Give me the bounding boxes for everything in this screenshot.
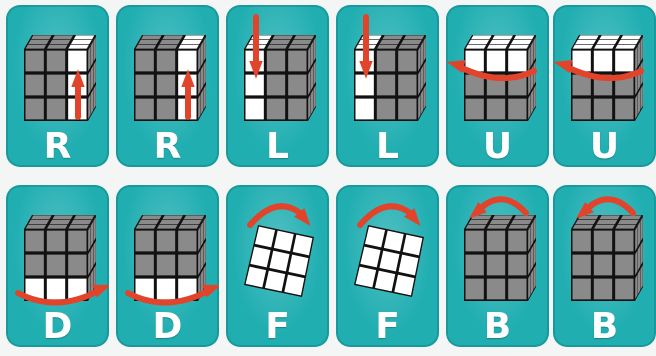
move-card-d-2: D: [116, 185, 219, 347]
move-letter: L: [226, 127, 329, 167]
move-letter: F: [336, 307, 439, 347]
move-card-d-1: D: [6, 185, 109, 347]
move-card-r-1: R: [6, 5, 109, 167]
move-letter: R: [6, 127, 109, 167]
move-letter: B: [553, 307, 656, 347]
move-card-f-2: F: [336, 185, 439, 347]
move-letter: F: [226, 307, 329, 347]
move-arrow-counterclockwise: [482, 199, 526, 213]
move-card-b-2: B: [553, 185, 656, 347]
move-card-f-1: F: [226, 185, 329, 347]
move-letter: U: [553, 127, 656, 167]
move-letter: U: [446, 127, 549, 167]
move-card-l-2: L: [336, 5, 439, 167]
move-letter: R: [116, 127, 219, 167]
move-arrow-clockwise: [360, 206, 410, 225]
move-letter: B: [446, 307, 549, 347]
move-card-b-1: B: [446, 185, 549, 347]
move-letter: D: [6, 307, 109, 347]
move-arrow-counterclockwise: [589, 199, 633, 213]
move-card-r-2: R: [116, 5, 219, 167]
move-letter: D: [116, 307, 219, 347]
move-arrow-clockwise: [250, 206, 300, 225]
move-card-u-1: U: [446, 5, 549, 167]
move-card-l-1: L: [226, 5, 329, 167]
move-letter: L: [336, 127, 439, 167]
move-card-u-2: U: [553, 5, 656, 167]
